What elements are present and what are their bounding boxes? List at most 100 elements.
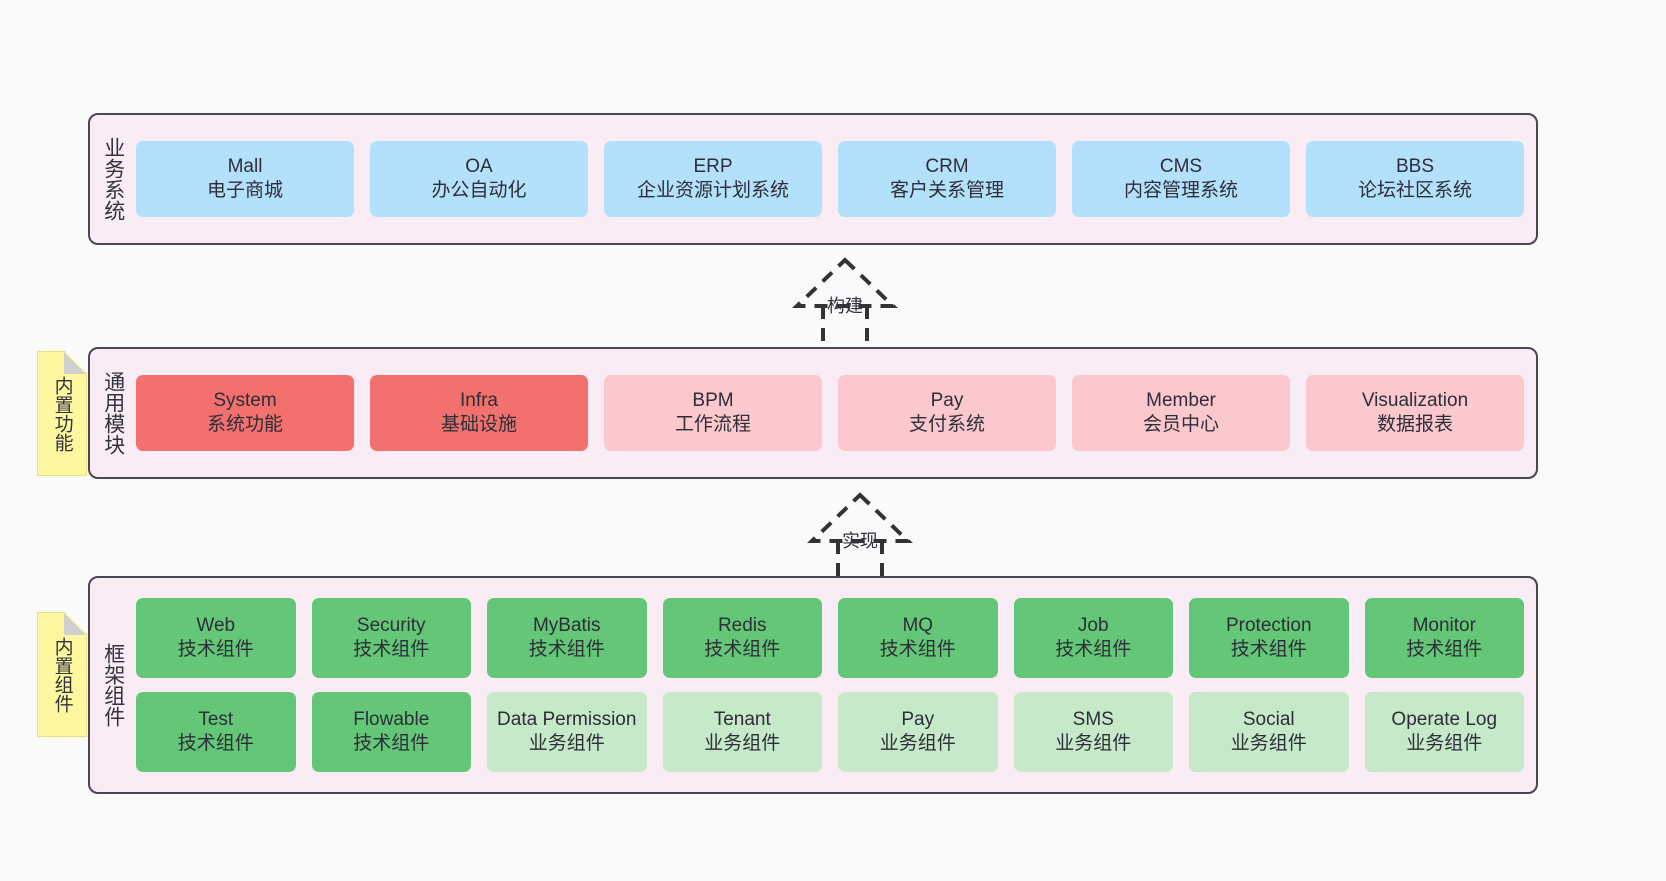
node-label-en: System xyxy=(213,389,277,411)
node-label-en: CRM xyxy=(925,155,969,177)
node-label-en: Operate Log xyxy=(1391,708,1498,730)
node-tenant[interactable]: Tenant 业务组件 xyxy=(662,692,822,772)
node-visualization[interactable]: Visualization 数据报表 xyxy=(1306,375,1524,451)
node-label-cn: 系统功能 xyxy=(206,414,283,435)
node-label-cn: 技术组件 xyxy=(353,733,430,754)
layer-body-framework: Web 技术组件 Security 技术组件 MyBatis 技术组件 Redi… xyxy=(136,578,1536,792)
node-bbs[interactable]: BBS 论坛社区系统 xyxy=(1306,141,1524,217)
layer-caption-common: 通用模块 xyxy=(101,371,125,455)
node-operate-log[interactable]: Operate Log 业务组件 xyxy=(1364,692,1524,772)
layer-common-modules: 通用模块 System 系统功能 Infra 基础设施 BPM 工作流程 Pay… xyxy=(88,347,1538,479)
note-builtin-components: 内置组件 xyxy=(37,612,87,737)
node-label-cn: 企业资源计划系统 xyxy=(636,180,789,201)
node-data-permission[interactable]: Data Permission 业务组件 xyxy=(487,692,647,772)
node-label-en: SMS xyxy=(1072,708,1114,730)
layer-caption-framework: 框架组件 xyxy=(101,643,125,727)
node-label-en: Tenant xyxy=(713,708,771,730)
node-label-en: Protection xyxy=(1225,614,1312,636)
node-label-cn: 业务组件 xyxy=(1055,733,1132,754)
node-label-cn: 论坛社区系统 xyxy=(1357,180,1472,201)
node-crm[interactable]: CRM 客户关系管理 xyxy=(838,141,1056,217)
note-builtin-features: 内置功能 xyxy=(37,351,87,476)
node-pay-component[interactable]: Pay 业务组件 xyxy=(838,692,998,772)
node-label-en: Web xyxy=(196,614,236,636)
node-label-en: Mall xyxy=(227,155,263,177)
node-label-en: CMS xyxy=(1159,155,1203,177)
node-label-cn: 技术组件 xyxy=(1055,639,1132,660)
node-label-en: BPM xyxy=(692,389,734,411)
node-job[interactable]: Job 技术组件 xyxy=(1013,598,1173,678)
node-label-en: Infra xyxy=(459,389,499,411)
node-sms[interactable]: SMS 业务组件 xyxy=(1013,692,1173,772)
node-label-cn: 办公自动化 xyxy=(431,180,527,201)
note-fold-corner-icon xyxy=(64,352,86,374)
node-erp[interactable]: ERP 企业资源计划系统 xyxy=(604,141,822,217)
layer-body-common: System 系统功能 Infra 基础设施 BPM 工作流程 Pay 支付系统… xyxy=(136,349,1536,477)
node-label-cn: 基础设施 xyxy=(440,414,517,435)
node-label-en: Monitor xyxy=(1412,614,1476,636)
node-label-cn: 客户关系管理 xyxy=(889,180,1004,201)
node-row: System 系统功能 Infra 基础设施 BPM 工作流程 Pay 支付系统… xyxy=(136,375,1524,451)
node-label-en: Redis xyxy=(717,614,767,636)
node-label-en: Visualization xyxy=(1361,389,1469,411)
node-label-en: BBS xyxy=(1395,155,1435,177)
node-label-en: MyBatis xyxy=(532,614,601,636)
node-mq[interactable]: MQ 技术组件 xyxy=(838,598,998,678)
node-label-cn: 电子商城 xyxy=(206,180,283,201)
node-mall[interactable]: Mall 电子商城 xyxy=(136,141,354,217)
node-social[interactable]: Social 业务组件 xyxy=(1189,692,1349,772)
node-label-cn: 会员中心 xyxy=(1142,414,1219,435)
node-label-en: Pay xyxy=(930,389,964,411)
node-label-en: Pay xyxy=(901,708,935,730)
node-label-en: Social xyxy=(1242,708,1295,730)
node-label-cn: 业务组件 xyxy=(528,733,605,754)
node-protection[interactable]: Protection 技术组件 xyxy=(1189,598,1349,678)
node-monitor[interactable]: Monitor 技术组件 xyxy=(1364,598,1524,678)
node-row: Web 技术组件 Security 技术组件 MyBatis 技术组件 Redi… xyxy=(136,598,1524,678)
node-bpm[interactable]: BPM 工作流程 xyxy=(604,375,822,451)
node-label-en: Job xyxy=(1077,614,1109,636)
note-label: 内置功能 xyxy=(51,375,73,452)
node-label-cn: 业务组件 xyxy=(704,733,781,754)
layer-framework-components: 框架组件 Web 技术组件 Security 技术组件 MyBatis 技术组件… xyxy=(88,576,1538,794)
connector-label-build: 构建 xyxy=(827,296,863,316)
layer-caption-business: 业务系统 xyxy=(101,137,125,221)
node-label-en: Data Permission xyxy=(497,708,637,730)
node-oa[interactable]: OA 办公自动化 xyxy=(370,141,588,217)
node-label-en: MQ xyxy=(902,614,934,636)
node-infra[interactable]: Infra 基础设施 xyxy=(370,375,588,451)
node-label-en: Flowable xyxy=(353,708,430,730)
node-label-en: Member xyxy=(1146,389,1216,411)
layer-business-systems: 业务系统 Mall 电子商城 OA 办公自动化 ERP 企业资源计划系统 CRM… xyxy=(88,113,1538,245)
node-security[interactable]: Security 技术组件 xyxy=(311,598,471,678)
note-label: 内置组件 xyxy=(51,636,73,713)
node-label-cn: 技术组件 xyxy=(528,639,605,660)
connector-build: 构建 xyxy=(745,252,945,362)
connector-label-realize: 实现 xyxy=(842,531,878,551)
node-system[interactable]: System 系统功能 xyxy=(136,375,354,451)
layer-body-business: Mall 电子商城 OA 办公自动化 ERP 企业资源计划系统 CRM 客户关系… xyxy=(136,115,1536,243)
node-label-en: Security xyxy=(356,614,426,636)
node-label-en: Test xyxy=(198,708,234,730)
node-label-en: ERP xyxy=(693,155,733,177)
node-label-cn: 技术组件 xyxy=(1406,639,1483,660)
node-flowable[interactable]: Flowable 技术组件 xyxy=(311,692,471,772)
node-cms[interactable]: CMS 内容管理系统 xyxy=(1072,141,1290,217)
node-member[interactable]: Member 会员中心 xyxy=(1072,375,1290,451)
node-label-cn: 技术组件 xyxy=(353,639,430,660)
note-fold-corner-icon xyxy=(64,613,86,635)
node-pay-module[interactable]: Pay 支付系统 xyxy=(838,375,1056,451)
node-label-en: OA xyxy=(465,155,493,177)
node-label-cn: 业务组件 xyxy=(879,733,956,754)
node-label-cn: 工作流程 xyxy=(674,414,751,435)
node-label-cn: 业务组件 xyxy=(1406,733,1483,754)
node-web[interactable]: Web 技术组件 xyxy=(136,598,296,678)
node-mybatis[interactable]: MyBatis 技术组件 xyxy=(487,598,647,678)
node-redis[interactable]: Redis 技术组件 xyxy=(662,598,822,678)
node-test[interactable]: Test 技术组件 xyxy=(136,692,296,772)
node-label-cn: 技术组件 xyxy=(177,733,254,754)
node-label-cn: 数据报表 xyxy=(1376,414,1453,435)
node-label-cn: 支付系统 xyxy=(908,414,985,435)
node-row: Mall 电子商城 OA 办公自动化 ERP 企业资源计划系统 CRM 客户关系… xyxy=(136,141,1524,217)
